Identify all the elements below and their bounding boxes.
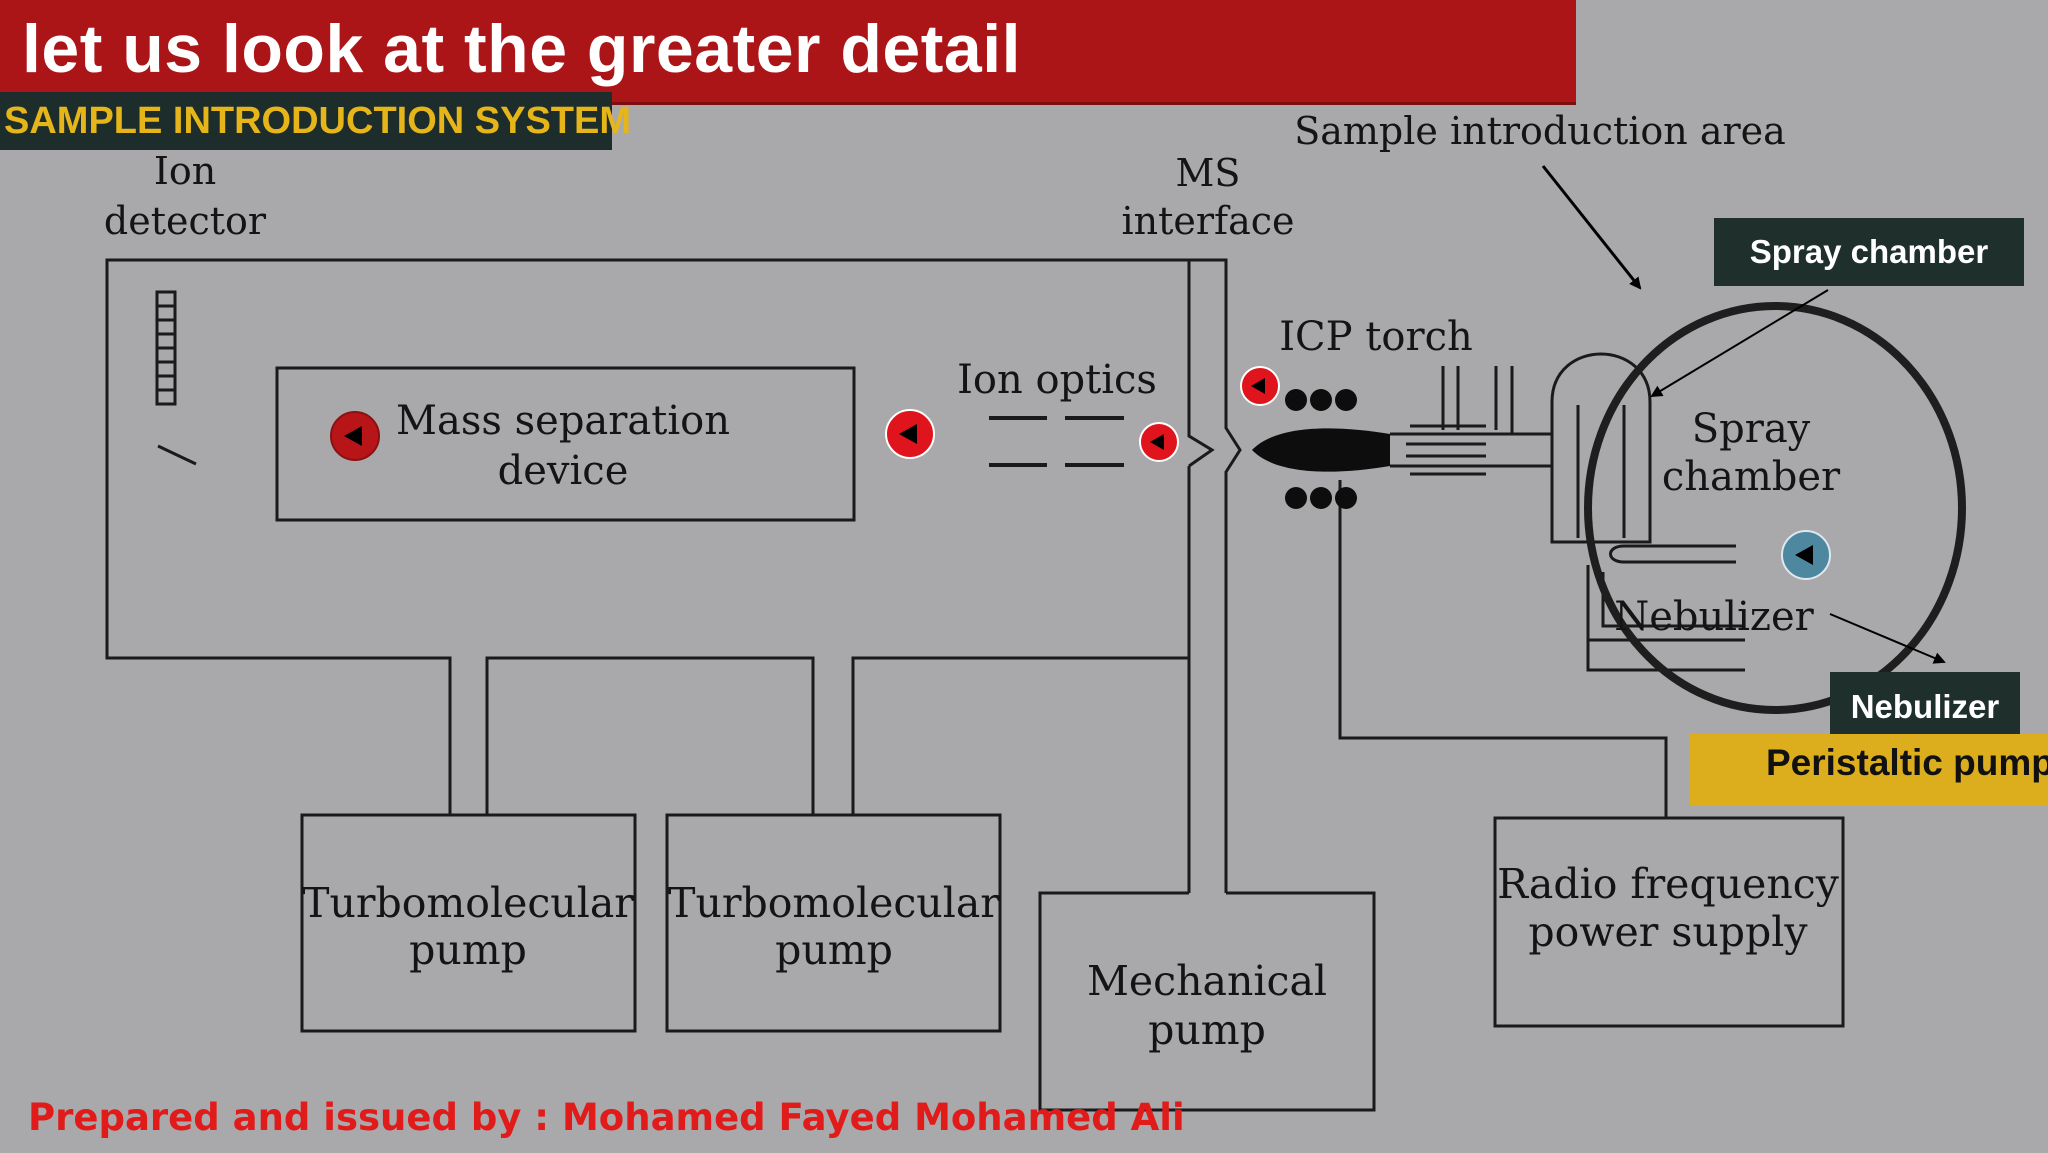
- rf-supply-label-line1: Radio frequency: [1497, 860, 1840, 908]
- slide-title: let us look at the greater detail: [22, 11, 1021, 87]
- mechanical-pump-box: [1038, 891, 1376, 1112]
- nebulizer-callout-arrow: [1829, 613, 1946, 664]
- turbo-pump-2-label-line1: Turbomolecular: [668, 879, 1000, 927]
- ms-interface-label-line1: MS: [1176, 151, 1241, 195]
- turbo-pump-2-label-line2: pump: [775, 926, 893, 974]
- ion-detector-label-line2: detector: [104, 199, 267, 243]
- ion-detector-icon: [155, 290, 197, 466]
- turbo-pump-1-label-line1: Turbomolecular: [302, 879, 634, 927]
- rf-wiring: [1338, 480, 1668, 818]
- rf-supply-box: [1493, 816, 1845, 1028]
- play-left-icon[interactable]: [1240, 366, 1280, 406]
- spray-chamber-callout: Spray chamber: [1714, 218, 2024, 286]
- spray-chamber-label-line1: Spray: [1692, 406, 1811, 452]
- ion-optics-label: Ion optics: [957, 357, 1157, 403]
- turbo-pump-box-2: [665, 813, 1002, 1033]
- vacuum-chamber-outline: [105, 258, 1191, 893]
- sample-area-label: Sample introduction area: [1294, 109, 1786, 153]
- icp-torch: [1252, 366, 1552, 509]
- title-banner: let us look at the greater detail: [0, 0, 1576, 105]
- icp-torch-label: ICP torch: [1279, 314, 1472, 360]
- ms-interface-column: [1187, 258, 1242, 893]
- mechanical-pump-label-line2: pump: [1148, 1006, 1266, 1054]
- spray-callout-arrow: [1650, 289, 1829, 398]
- mass-separation-label-line1: Mass separation: [396, 398, 730, 444]
- nebulizer-label: Nebulizer: [1614, 594, 1814, 640]
- ms-interface-label-line2: interface: [1121, 199, 1294, 243]
- ion-optics-lenses: [989, 416, 1124, 467]
- sample-area-arrow: [1541, 165, 1642, 290]
- spray-chamber-body: [1550, 352, 1745, 672]
- footer-credit: Prepared and issued by : Mohamed Fayed M…: [28, 1096, 1185, 1139]
- section-title: SAMPLE INTRODUCTION SYSTEM: [4, 100, 632, 142]
- sample-introduction-ellipse: [1584, 302, 1966, 714]
- nebulizer-callout: Nebulizer: [1830, 672, 2020, 742]
- mechanical-pump-label-line1: Mechanical: [1087, 957, 1327, 1005]
- ion-detector-label-line1: Ion: [154, 149, 216, 193]
- mass-separation-label-line2: device: [498, 448, 629, 494]
- play-left-icon[interactable]: [1781, 530, 1831, 580]
- section-tag: [0, 92, 612, 150]
- play-left-icon[interactable]: [885, 409, 935, 459]
- play-left-icon[interactable]: [330, 411, 380, 461]
- rf-supply-label-line2: power supply: [1528, 908, 1808, 956]
- mass-separation-box: [275, 366, 856, 522]
- spray-chamber-label-line2: chamber: [1662, 454, 1841, 500]
- play-left-icon[interactable]: [1139, 422, 1179, 462]
- peristaltic-pump-callout: [1690, 734, 2048, 806]
- peristaltic-pump-label: Peristaltic pump: [1766, 742, 2048, 783]
- turbo-pump-1-label-line2: pump: [409, 926, 527, 974]
- turbo-pump-box-1: [300, 813, 637, 1033]
